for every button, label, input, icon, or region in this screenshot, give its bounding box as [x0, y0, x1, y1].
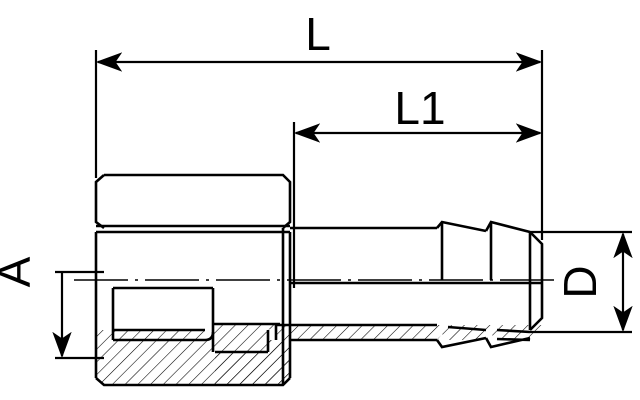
nut-bottom-profile [95, 377, 291, 387]
stem-inner-wall-line-3 [496, 328, 531, 334]
dimension-A: A [0, 256, 104, 360]
dimension-label-A: A [0, 256, 40, 287]
nut-outline [94, 173, 292, 387]
hatch-region-nut-shoulder [96, 330, 205, 340]
barb-ridge-1 [436, 220, 487, 233]
dimension-label-D: D [554, 265, 606, 298]
stem-inner-wall-line-2 [447, 325, 487, 332]
barb-ridge-1-lower [435, 336, 487, 349]
stem-end-chamfer [529, 231, 544, 331]
dimension-L: L [95, 8, 543, 72]
barb-ridge-2-lower [484, 336, 531, 349]
stem-upper-profile [290, 220, 544, 331]
stem-lower-outer-2 [496, 337, 531, 342]
hatch-region-stem-wall [276, 325, 542, 340]
hatch-region-stem [213, 324, 290, 385]
dimension-label-L: L [305, 8, 331, 60]
stem-bore-lines [213, 281, 542, 349]
section-hatching [96, 324, 542, 385]
dimension-D: D [530, 230, 633, 334]
extension-lines [94, 50, 544, 288]
dimension-label-L1: L1 [394, 82, 445, 134]
nut-stem-junction [211, 228, 285, 385]
nut-top-profile [104, 173, 292, 229]
nut-left-chamfer-top [94, 174, 105, 230]
dimension-L1: L1 [293, 82, 543, 143]
nut-internal-geometry [111, 286, 215, 342]
barb-ridge-2 [484, 220, 531, 234]
